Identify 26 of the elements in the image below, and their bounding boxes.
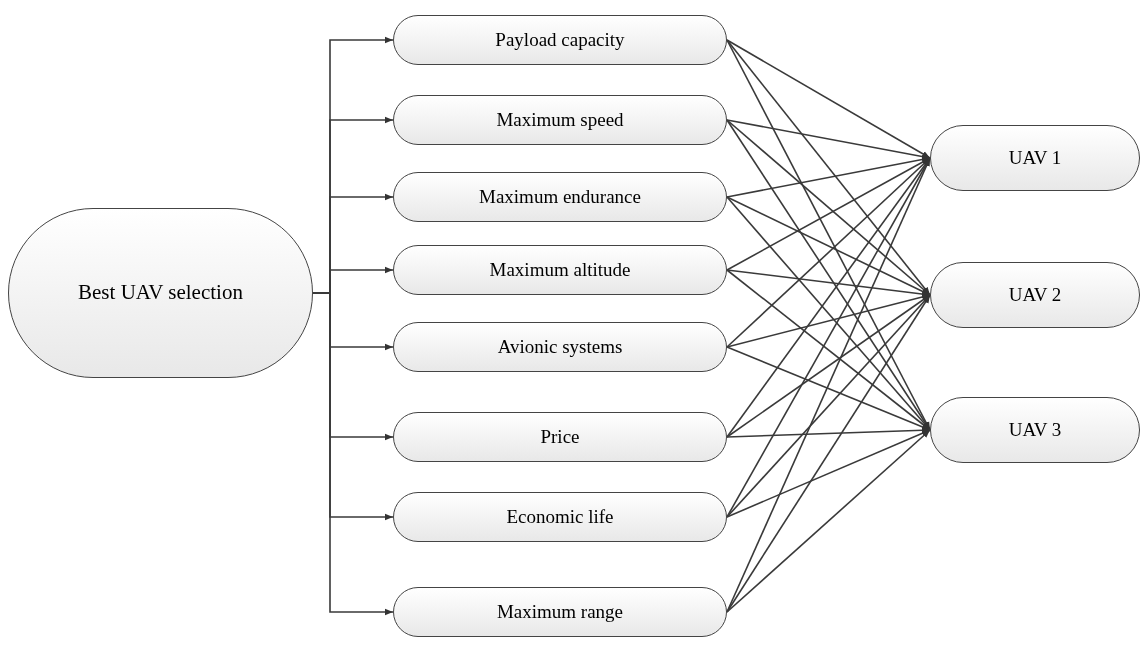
arrow	[726, 39, 931, 159]
rounded-box	[393, 15, 727, 65]
node-label: Maximum endurance	[479, 184, 641, 209]
node-label: Price	[540, 424, 580, 449]
node-label: Payload capacity	[495, 27, 625, 52]
node-label: UAV 1	[1008, 145, 1062, 170]
node-label: Economic life	[506, 504, 614, 529]
rounded-box	[393, 322, 727, 372]
rounded-box	[393, 95, 727, 145]
arrow	[726, 429, 931, 613]
arrow	[726, 156, 931, 198]
node-label: Maximum speed	[496, 107, 624, 132]
node-label: Maximum altitude	[489, 257, 631, 282]
arrow	[726, 39, 931, 296]
rounded-box	[393, 412, 727, 462]
arrow	[726, 119, 931, 160]
rounded-box	[393, 245, 727, 295]
node-label: Best UAV selection	[78, 279, 243, 307]
node-label: UAV 2	[1008, 282, 1062, 307]
node-label: UAV 3	[1008, 417, 1062, 442]
node-label: Maximum range	[496, 599, 624, 624]
rounded-box	[393, 172, 727, 222]
rounded-box	[393, 492, 727, 542]
node-label: Avionic systems	[497, 334, 623, 359]
rounded-box	[393, 587, 727, 637]
arrow	[726, 293, 931, 348]
